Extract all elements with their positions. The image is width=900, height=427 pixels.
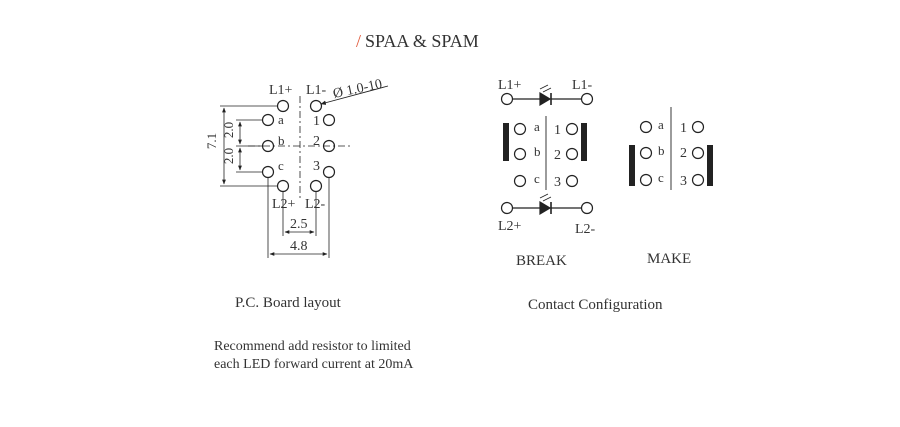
pcb-dim-label-20a: 2.0: [221, 122, 236, 138]
make-label-c: c: [658, 170, 664, 185]
make-label-3: 3: [680, 174, 687, 189]
break-contact-a: [513, 122, 527, 136]
make-contact-2: [691, 146, 705, 160]
pcb-label-l2minus: L2-: [305, 197, 326, 212]
break-led-bottom-diode-icon: [539, 200, 552, 216]
make-right-bar: [707, 145, 713, 186]
pcb-label-2: 2: [313, 134, 320, 149]
pcb-dim-label-71: 7.1: [204, 133, 219, 149]
pcb-dia-leader: [320, 85, 389, 105]
break-contact-3: [565, 174, 579, 188]
break-led-bottom-ray-1: [539, 193, 549, 199]
pcb-hole-2: [322, 139, 336, 153]
break-led-top-ray-1: [539, 84, 549, 90]
break-label-l2minus: L2-: [575, 222, 596, 237]
pcb-hole-a: [261, 113, 275, 127]
title-text: SPAA & SPAM: [365, 31, 479, 51]
make-label-1: 1: [680, 121, 687, 136]
break-label-2: 2: [554, 148, 561, 163]
break-label-c: c: [534, 171, 540, 186]
break-contact-b: [513, 147, 527, 161]
pcb-hole-l1plus: [276, 99, 290, 113]
break-contact-2: [565, 147, 579, 161]
pcb-hole-l1minus: [309, 99, 323, 113]
pcb-hole-c: [261, 165, 275, 179]
pcb-layout: [220, 85, 389, 258]
pcb-label-c: c: [278, 158, 284, 173]
make-label: MAKE: [647, 251, 691, 267]
pcb-labels: L1+ L1- Ø 1.0-10 a b c 1 2 3 L2+ L2- 7.1…: [204, 77, 384, 254]
title-slash: /: [356, 31, 362, 51]
make-label-2: 2: [680, 146, 687, 161]
break-label-a: a: [534, 119, 540, 134]
pcb-hole-3: [322, 165, 336, 179]
resistor-note-line-2: each LED forward current at 20mA: [214, 357, 414, 372]
pcb-label-b: b: [278, 133, 285, 148]
break-label-b: b: [534, 144, 541, 159]
break-label-3: 3: [554, 175, 561, 190]
make-contact-b: [639, 146, 653, 160]
break-right-bar: [581, 123, 587, 161]
pcb-dim-label-20b: 2.0: [221, 148, 236, 164]
break-led-bottom-right-terminal: [580, 201, 594, 215]
make-left-bar: [629, 145, 635, 186]
pcb-label-dia: Ø 1.0-10: [332, 77, 384, 102]
make-contact-a: [639, 120, 653, 134]
contacts-caption: Contact Configuration: [528, 297, 663, 313]
break-led-bottom-ray-2: [542, 196, 552, 202]
break-label: BREAK: [516, 253, 567, 269]
make-contact-c: [639, 173, 653, 187]
break-led-top-right-terminal: [580, 92, 594, 106]
break-left-bar: [503, 123, 509, 161]
resistor-note: Recommend add resistor to limited each L…: [214, 338, 413, 374]
pcb-hole-1: [322, 113, 336, 127]
break-diagram: [500, 84, 594, 216]
break-contact-1: [565, 122, 579, 136]
make-contact-3: [691, 173, 705, 187]
pcb-hole-l2plus: [276, 179, 290, 193]
pcb-caption: P.C. Board layout: [235, 295, 341, 311]
break-label-l2plus: L2+: [498, 219, 522, 234]
pcb-label-a: a: [278, 112, 284, 127]
break-label-1: 1: [554, 123, 561, 138]
break-label-l1plus: L1+: [498, 78, 522, 93]
pcb-label-l1minus: L1-: [306, 83, 327, 98]
break-led-top-diode-icon: [539, 91, 552, 107]
page-title: /SPAA & SPAM: [356, 31, 479, 52]
pcb-label-l1plus: L1+: [269, 83, 293, 98]
resistor-note-line-1: Recommend add resistor to limited: [214, 339, 411, 354]
pcb-dim-label-25: 2.5: [290, 217, 308, 232]
break-label-l1minus: L1-: [572, 78, 593, 93]
pcb-hole-b: [261, 139, 275, 153]
break-led-bottom-left-terminal: [500, 201, 514, 215]
make-diagram: [629, 107, 713, 190]
make-labels: a b c 1 2 3 MAKE: [647, 117, 691, 267]
make-label-b: b: [658, 143, 665, 158]
pcb-label-3: 3: [313, 159, 320, 174]
break-labels: L1+ L1- a b c 1 2 3 L2+ L2- BREAK: [498, 78, 596, 269]
break-led-top-left-terminal: [500, 92, 514, 106]
break-contact-c: [513, 174, 527, 188]
pcb-label-1: 1: [313, 114, 320, 129]
pcb-label-l2plus: L2+: [272, 197, 296, 212]
make-contact-1: [691, 120, 705, 134]
pcb-hole-l2minus: [309, 179, 323, 193]
break-led-top-ray-2: [542, 87, 552, 93]
make-label-a: a: [658, 117, 664, 132]
pcb-dim-label-48: 4.8: [290, 239, 308, 254]
